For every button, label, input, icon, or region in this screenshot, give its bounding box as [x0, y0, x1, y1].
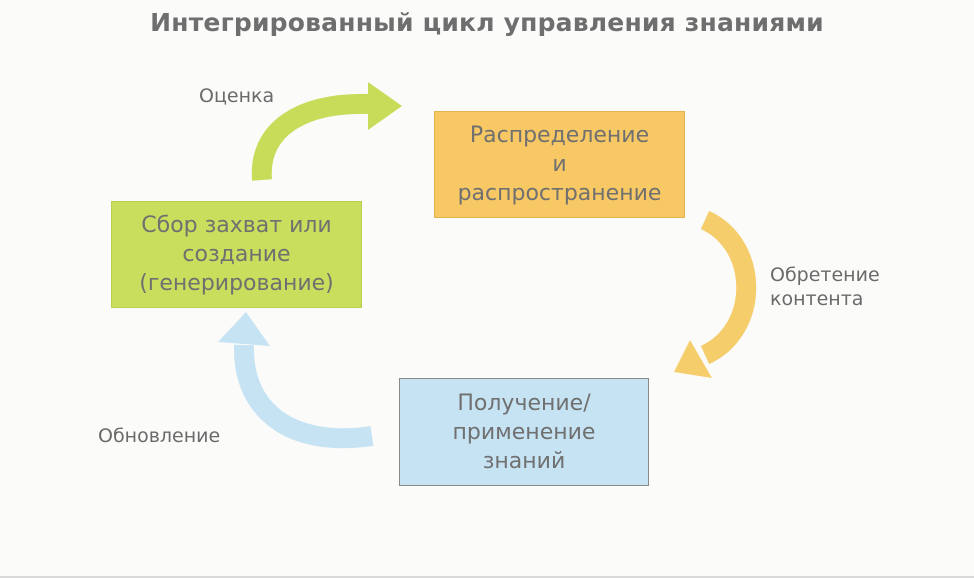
content-label-line-2: контента: [770, 288, 864, 310]
update-label: Обновление: [98, 425, 221, 444]
capture-line-1: Сбор захват или: [141, 213, 332, 238]
application-line-2: применение: [452, 419, 596, 445]
capture-line-3: (генерирование): [139, 271, 334, 296]
distribution-line-2: и: [552, 152, 567, 177]
distribution-line-3: распространение: [457, 181, 662, 206]
application-box: Получение/ применение знаний: [399, 378, 649, 486]
evaluation-label: Оценка: [199, 85, 275, 107]
content-label: Обретение контента: [770, 263, 880, 311]
content-label-line-1: Обретение: [770, 264, 880, 286]
application-line-3: знаний: [482, 448, 566, 474]
distribution-line-1: Распределение: [469, 123, 650, 148]
capture-line-2: создание: [182, 242, 291, 267]
bottom-divider: [0, 576, 974, 578]
diagram-title: Интегрированный цикл управления знаниями: [150, 8, 824, 37]
update-arrow-icon: [218, 312, 374, 449]
capture-box: Сбор захват или создание (генерирование): [111, 201, 362, 308]
evaluation-arrow-icon: [251, 82, 402, 181]
content-arrow-icon: [674, 210, 757, 378]
distribution-box: Распределение и распространение: [434, 111, 685, 218]
application-line-1: Получение/: [457, 390, 591, 416]
